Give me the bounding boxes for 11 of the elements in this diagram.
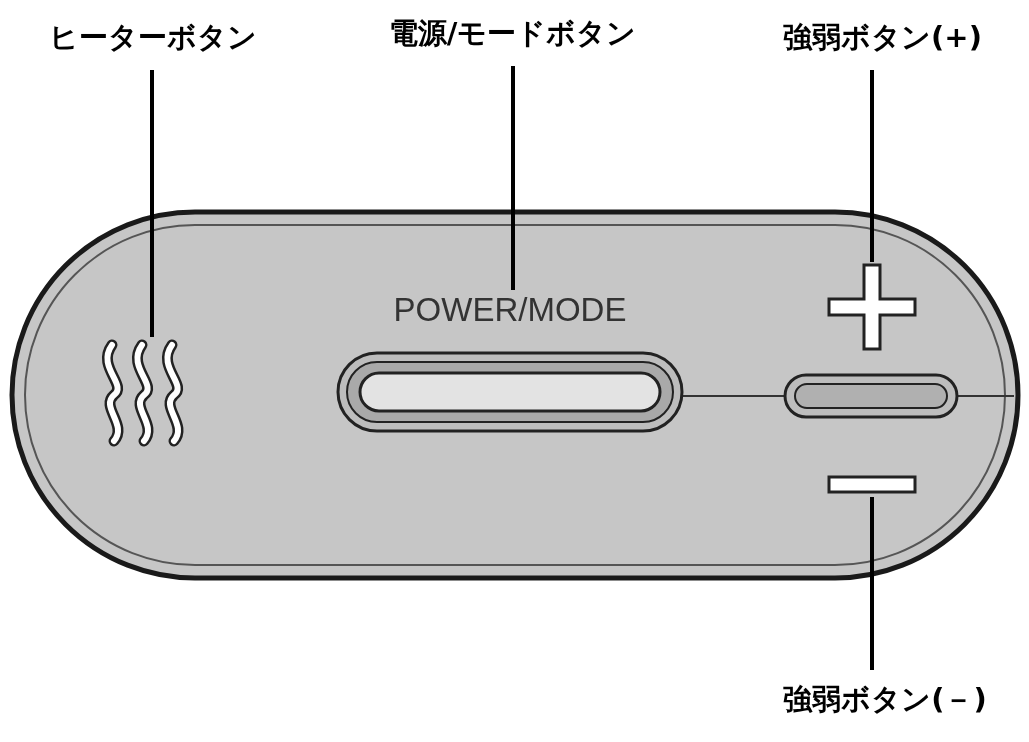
minus-icon [826,473,918,497]
leader-line [150,70,154,337]
leader-line [870,70,874,262]
plus-icon [826,262,918,352]
callout-label: 電源/モードボタン [365,16,660,54]
callout-label: 強弱ボタン(－) [765,682,1005,720]
printed-label: POWER/MODE [393,290,627,330]
leader-line [870,497,874,670]
callout-label: ヒーターボタン [30,20,275,58]
callout-label: 強弱ボタン(+) [765,20,1000,58]
leader-line [511,66,515,290]
